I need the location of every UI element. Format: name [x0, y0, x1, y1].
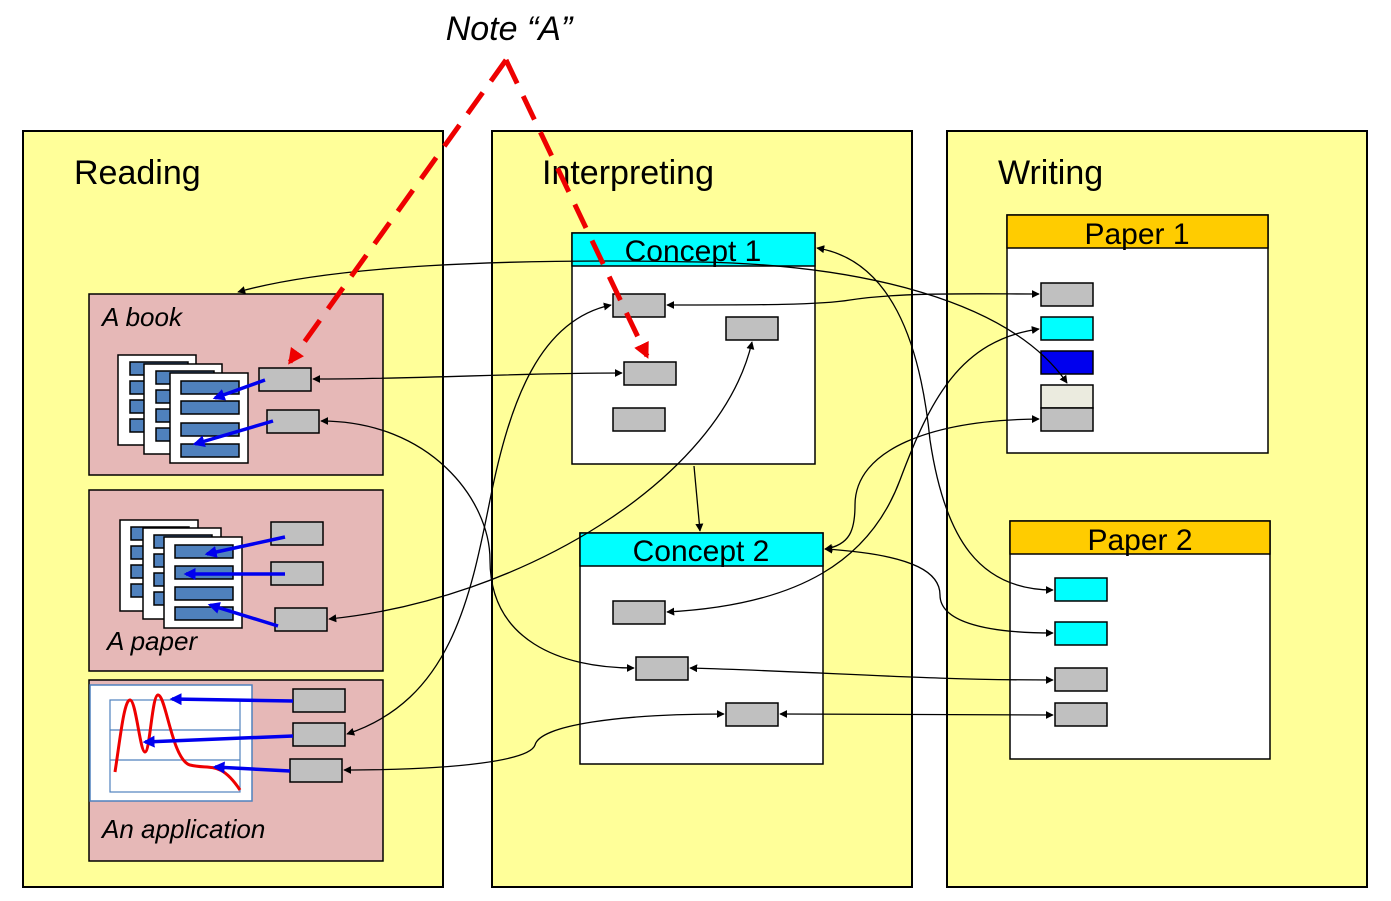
app-snippet-1[interactable] [292, 688, 346, 713]
concept-1-snippet-4[interactable] [612, 407, 666, 432]
paper-1-item-4[interactable] [1040, 384, 1094, 409]
application-chart-icon [89, 684, 253, 802]
paper-1-header [1006, 214, 1269, 249]
paper-2-item-1[interactable] [1054, 577, 1108, 602]
application-label: An application [100, 814, 265, 844]
concept-2-title: Concept 2 [633, 535, 770, 568]
paper-1-item-3[interactable] [1040, 350, 1094, 375]
note-a-arrows [287, 58, 650, 365]
concept-2-snippet-3[interactable] [725, 702, 779, 727]
paper-2-item-2[interactable] [1054, 621, 1108, 646]
paper-2-item-3[interactable] [1054, 667, 1108, 692]
paper-2-title: Paper 2 [1087, 524, 1192, 557]
extraction-arrows [142, 378, 294, 774]
writing-title: Writing [998, 154, 1103, 192]
paper-label: A paper [105, 626, 198, 656]
paper-snippet-3[interactable] [274, 607, 328, 632]
concept-2-snippet-1[interactable] [612, 600, 666, 625]
paper-snippet-1[interactable] [270, 521, 324, 546]
paper-2-item-4[interactable] [1054, 702, 1108, 727]
paper-1-item-1[interactable] [1040, 282, 1094, 307]
concept-1-snippet-2[interactable] [725, 316, 779, 341]
book-snippet-1[interactable] [258, 367, 312, 392]
paper-1-item-2[interactable] [1040, 316, 1094, 341]
paper-1-item-5[interactable] [1040, 407, 1094, 432]
book-snippet-2[interactable] [266, 409, 320, 434]
concept-2-snippet-2[interactable] [635, 656, 689, 681]
reading-title: Reading [74, 154, 201, 192]
book-label: A book [100, 302, 184, 332]
app-snippet-2[interactable] [292, 722, 346, 747]
note-a-label: Note “A” [446, 10, 574, 48]
interpreting-title: Interpreting [542, 154, 714, 192]
app-snippet-3[interactable] [289, 758, 343, 783]
paper-1-title: Paper 1 [1084, 218, 1189, 251]
connector-links [237, 245, 1068, 774]
concept-1-snippet-3[interactable] [623, 361, 677, 386]
